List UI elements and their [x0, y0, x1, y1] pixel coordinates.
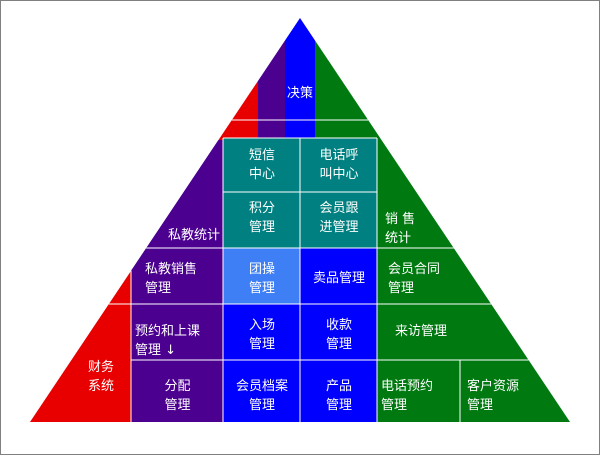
- light-blue-group: [223, 248, 300, 304]
- product-sales-label: 卖品管理: [312, 271, 365, 286]
- entry-management-label: 入场 管理: [248, 318, 275, 352]
- member-followup-label: 会员跟 进管理: [319, 201, 359, 235]
- allocation-management-label: 分配 管理: [164, 379, 191, 413]
- finance-system-label: 财务 系统: [87, 360, 114, 394]
- visit-management-label: 来访管理: [395, 324, 448, 339]
- product-management-label: 产品 管理: [325, 379, 352, 413]
- red-wedge-top: [30, 18, 258, 140]
- blue-product-sales: [300, 248, 377, 304]
- group-exercise-label: 团操 管理: [248, 262, 275, 296]
- private-sales-label: 私教销售 管理: [145, 262, 198, 296]
- apex-decision-label: 决策: [286, 86, 313, 101]
- sales-stats-label: 销 售 统计: [385, 212, 416, 246]
- private-coach-stats-label: 私教统计: [167, 228, 220, 243]
- call-center-label: 电话呼 叫中心: [319, 148, 359, 182]
- phone-booking-label: 电话预约 管理: [381, 379, 434, 413]
- points-management-label: 积分 管理: [248, 201, 275, 235]
- booking-class-label: 预约和上课 管理 ↓: [135, 324, 201, 358]
- purple-top: [258, 18, 285, 140]
- blue-top: [285, 18, 315, 140]
- sms-center-label: 短信 中心: [248, 148, 275, 182]
- customer-resources-label: 客户资源 管理: [467, 379, 520, 413]
- member-archive-label: 会员档案 管理: [235, 379, 288, 413]
- purple-sales-row: [131, 248, 223, 304]
- member-contract-label: 会员合同 管理: [388, 262, 441, 296]
- payment-management-label: 收款 管理: [325, 318, 352, 352]
